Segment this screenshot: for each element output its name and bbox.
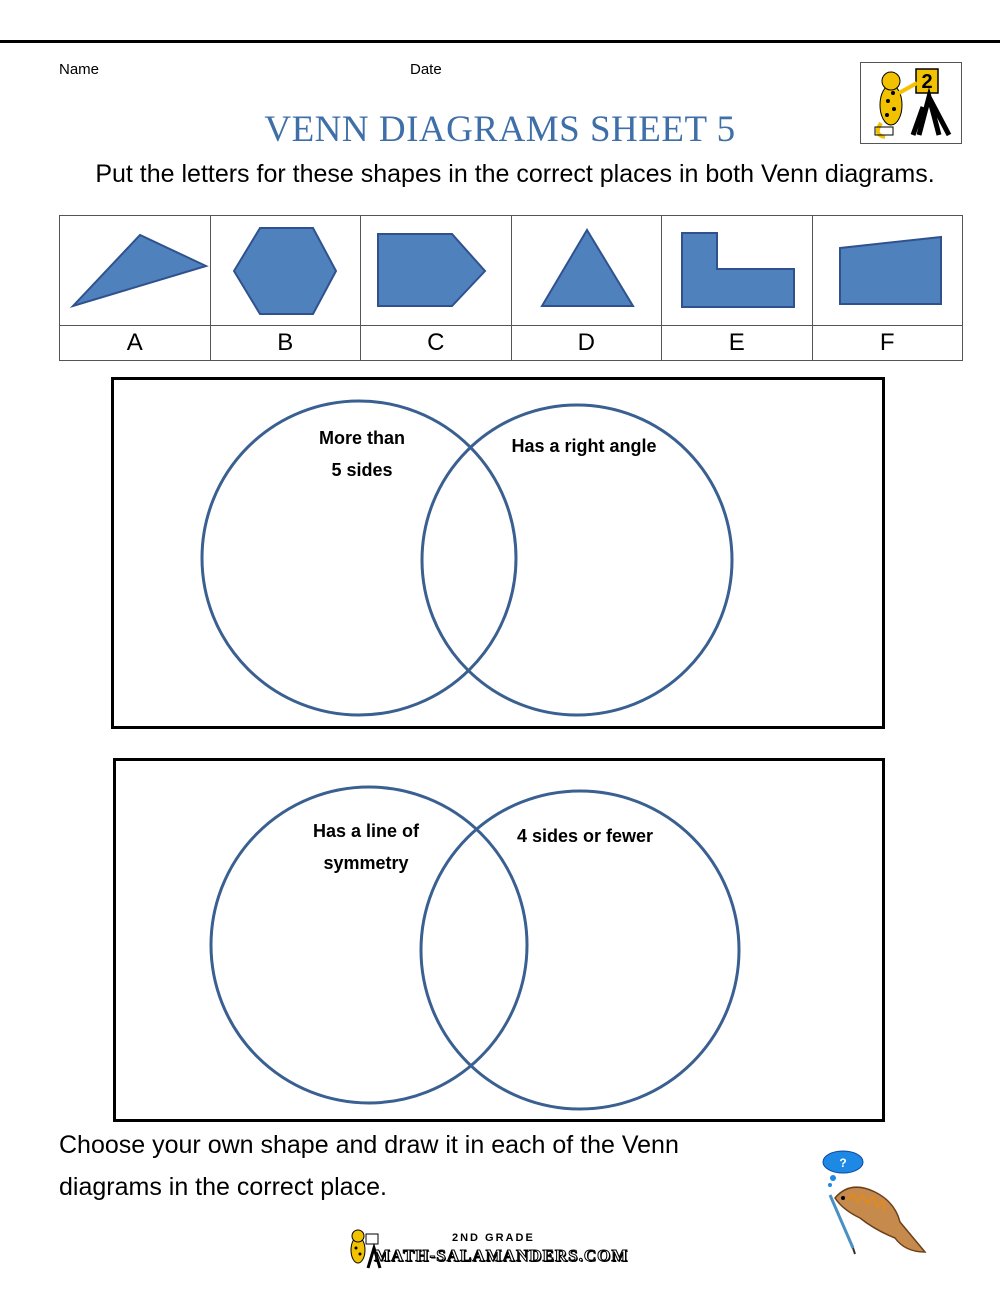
shape-cell-d — [510, 215, 662, 326]
quadrilateral-icon — [838, 236, 942, 306]
shapes-table: A B C D E F — [59, 215, 963, 362]
shape-letter-b: B — [209, 324, 361, 362]
brand-name: MATH-SALAMANDERS.COM — [373, 1246, 629, 1266]
logo-number: 2 — [921, 71, 932, 93]
venn-1-left-circle — [200, 399, 518, 717]
l-shape-icon — [681, 232, 795, 309]
instructions-text: Put the letters for these shapes in the … — [95, 160, 935, 188]
shape-letter-e: E — [661, 324, 813, 362]
venn-1-right-circle — [420, 403, 734, 717]
shape-cell-e — [661, 215, 813, 326]
venn-1-right-label: Has a right angle — [511, 436, 657, 456]
page-title: VENN DIAGRAMS SHEET 5 — [264, 109, 736, 150]
shape-cell-a — [59, 215, 211, 326]
shape-letter-d: D — [510, 324, 662, 362]
brand-grade: 2ND GRADE — [452, 1232, 535, 1244]
salamander-logo: 2 — [860, 62, 962, 144]
venn-2-circles — [209, 785, 741, 1111]
scalene-triangle-icon — [69, 234, 209, 309]
top-rule — [0, 40, 1000, 43]
triangle-icon — [539, 228, 635, 308]
name-label: Name — [59, 61, 100, 78]
venn-2-left-circle — [209, 785, 529, 1105]
venn-1-circles — [200, 399, 734, 717]
thought-mark: ? — [839, 1156, 846, 1170]
venn-diagram-2[interactable]: Has a line of symmetry 4 sides or fewer — [113, 758, 885, 1122]
pentagon-icon — [377, 233, 487, 308]
brand-logo: 2ND GRADE MATH-SALAMANDERS.COM — [342, 1226, 642, 1272]
shape-letter-a: A — [59, 324, 211, 362]
hexagon-icon — [232, 227, 337, 316]
venn-diagram-1[interactable]: More than 5 sides Has a right angle — [111, 377, 885, 729]
shape-cell-f — [811, 215, 963, 326]
venn-2-right-circle — [419, 789, 741, 1111]
venn-2-left-label: Has a line of symmetry — [312, 821, 420, 873]
venn-2-right-label: 4 sides or fewer — [516, 826, 654, 846]
shape-cell-c — [360, 215, 512, 326]
date-label: Date — [410, 61, 442, 78]
footer-instructions: Choose your own shape and draw it in eac… — [59, 1131, 679, 1201]
shape-letter-f: F — [811, 324, 963, 362]
venn-1-left-label: More than 5 sides — [318, 428, 405, 480]
salamander-artist-icon: ? — [822, 1150, 927, 1255]
brand-salamander-icon — [350, 1229, 382, 1269]
shape-letter-c: C — [360, 324, 512, 362]
shape-cell-b — [209, 215, 361, 326]
